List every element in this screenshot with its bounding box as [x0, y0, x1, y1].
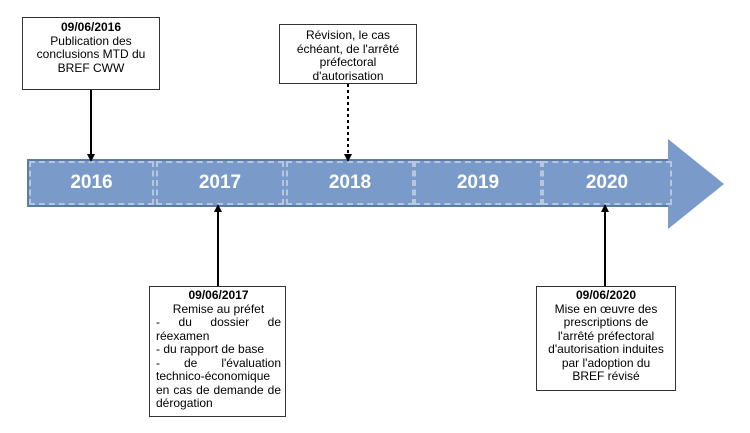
event-text-line: BREF CWW	[57, 60, 125, 75]
event-box-2020: 09/06/2020 Mise en œuvre des prescriptio…	[536, 286, 676, 391]
event-text-line: préfectoral	[319, 55, 377, 69]
event-text-line: échéant, de l'arrêté	[296, 41, 400, 56]
event-text-line: par l'adoption du	[561, 355, 651, 370]
event-item: - de l'évaluation technico-économique en…	[156, 355, 281, 410]
event-date-2017: 09/06/2017	[188, 288, 249, 302]
event-text-line: conclusions MTD du	[36, 47, 146, 61]
event-text-line: BREF révisé	[572, 369, 640, 383]
event-text-line: l'arrêté préfectoral	[557, 328, 655, 343]
event-text-line: Mise en œuvre des	[554, 301, 658, 316]
event-text-line: d'autorisation	[312, 68, 384, 83]
event-text-line: prescriptions de	[563, 315, 649, 329]
event-box-2017: 09/06/2017 Remise au préfet - du dossier…	[149, 286, 286, 417]
timeline-arrow-head	[668, 139, 724, 229]
event-text-line: d'autorisation induites	[548, 342, 664, 356]
event-box-2018: Révision, le cas échéant, de l'arrêté pr…	[279, 24, 417, 84]
event-date-2016: 09/06/2016	[60, 20, 122, 34]
event-title-2017: Remise au préfet	[172, 301, 265, 316]
event-item: - du rapport de base	[156, 342, 265, 356]
event-text-line: Publication des	[50, 33, 132, 48]
event-date-2020: 09/06/2020	[575, 288, 637, 302]
year-2016-segment: 2016	[29, 161, 154, 205]
event-text-line: Révision, le cas	[305, 28, 391, 42]
year-2019-segment: 2019	[414, 161, 542, 205]
year-2018-segment: 2018	[286, 161, 414, 205]
event-box-2016: 09/06/2016 Publication des conclusions M…	[22, 17, 160, 90]
event-item: - du dossier de réexamen	[156, 315, 281, 343]
